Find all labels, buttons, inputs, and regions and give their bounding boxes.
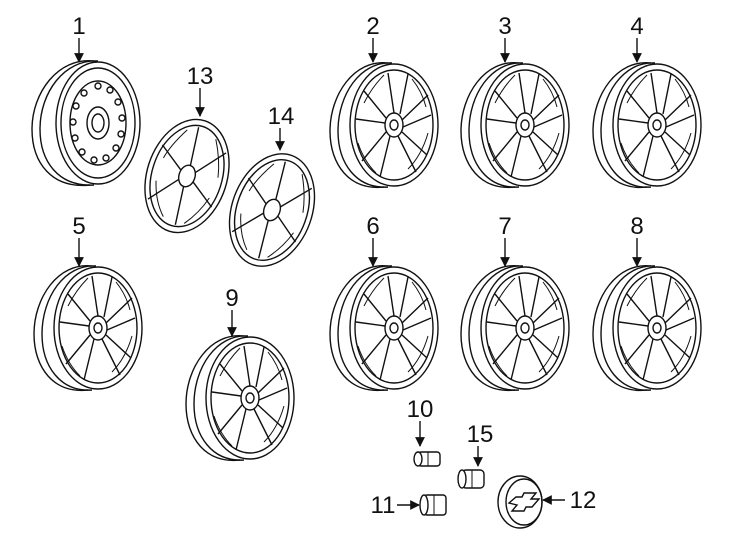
callout-labels: 1 2 3 4 5 6 7 8 9 10 11 12 13 14 15 — [72, 13, 643, 519]
callout-8: 8 — [630, 213, 643, 240]
part-6-alloy-wheel — [329, 264, 439, 392]
part-4-alloy-wheel — [592, 61, 702, 189]
part-12-center-cap — [497, 475, 543, 529]
callout-15: 15 — [467, 421, 494, 448]
steel-wheel-vent-holes — [69, 82, 126, 164]
part-5-alloy-wheel — [33, 264, 143, 392]
callout-9: 9 — [225, 285, 238, 312]
callout-4: 4 — [630, 13, 643, 40]
part-13-wheel-cover — [130, 107, 244, 245]
callout-3: 3 — [498, 13, 511, 40]
part-2-alloy-wheel — [329, 61, 439, 189]
callout-13: 13 — [187, 63, 214, 90]
callout-7: 7 — [498, 213, 511, 240]
callout-1: 1 — [72, 13, 85, 40]
part-10-lug-nut — [413, 451, 441, 467]
part-8-alloy-wheel — [592, 264, 702, 392]
callout-6: 6 — [366, 213, 379, 240]
part-9-alloy-wheel — [185, 334, 295, 462]
callout-14: 14 — [268, 103, 295, 130]
callout-11: 11 — [371, 492, 396, 519]
part-15-lug-nut-cap — [457, 469, 485, 489]
part-11-lug-nut — [419, 494, 447, 516]
callout-2: 2 — [366, 13, 379, 40]
bowtie-emblem-icon — [507, 492, 541, 512]
part-1-steel-wheel — [31, 59, 141, 187]
callout-12: 12 — [570, 487, 597, 514]
part-7-alloy-wheel — [460, 264, 570, 392]
leader-arrows — [74, 38, 642, 510]
callout-5: 5 — [72, 213, 85, 240]
callout-10: 10 — [407, 396, 434, 423]
part-14-wheel-cover — [213, 141, 331, 279]
part-3-alloy-wheel — [460, 61, 570, 189]
